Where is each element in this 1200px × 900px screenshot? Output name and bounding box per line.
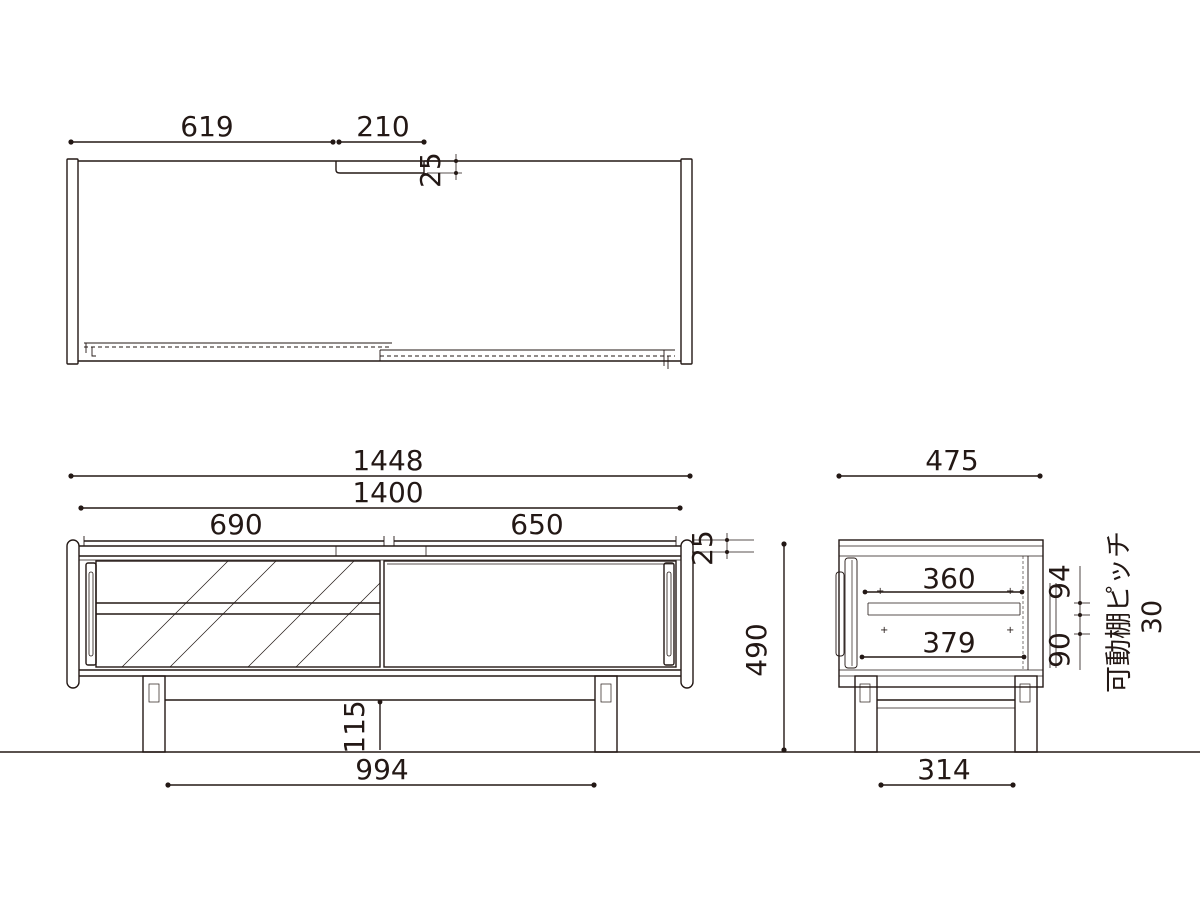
front-view: 1448 1400 690 650 25: [66, 444, 787, 788]
shelf-pitch-label: 可動棚ピッチ: [1104, 531, 1135, 693]
top-dim-210: 210: [356, 110, 409, 143]
top-view: 619 210 25: [66, 110, 693, 369]
side-dim-314: 314: [917, 753, 970, 786]
front-dim-690: 690: [209, 508, 262, 541]
front-dim-1448: 1448: [352, 444, 423, 477]
front-panel-door: [383, 560, 677, 668]
top-door-rails: [84, 342, 675, 369]
front-dim-994: 994: [355, 753, 408, 786]
front-right-handle: [663, 562, 675, 666]
top-dim-619: 619: [180, 110, 233, 143]
front-dim-115: 115: [338, 700, 371, 753]
side-dim-379: 379: [922, 626, 975, 659]
side-shelf-gap-dimension: [1049, 566, 1090, 670]
svg-text:+: +: [880, 625, 888, 636]
top-handle-recess: [335, 161, 425, 174]
shelf-pitch-value: 30: [1137, 600, 1168, 634]
front-left-end-panel: [66, 539, 80, 689]
side-dim-90: 90: [1043, 632, 1076, 668]
front-right-end-panel: [680, 539, 694, 689]
front-left-handle: [85, 562, 97, 666]
top-width-dimension: [68, 139, 427, 145]
side-dim-94: 94: [1043, 564, 1076, 600]
side-view: 475 + + + + 360 379: [835, 444, 1168, 788]
side-dim-475: 475: [925, 444, 978, 477]
top-left-end-panel: [66, 158, 79, 365]
top-right-end-panel: [680, 158, 693, 365]
side-dim-360: 360: [922, 562, 975, 595]
side-legs: [854, 675, 1038, 753]
top-dim-25: 25: [414, 152, 447, 188]
side-body: [838, 539, 1044, 688]
front-dim-25: 25: [686, 530, 719, 566]
svg-text:+: +: [1006, 625, 1014, 636]
front-dim-1400: 1400: [352, 476, 423, 509]
front-glass-door: [95, 560, 381, 668]
front-dim-650: 650: [510, 508, 563, 541]
top-handle-depth-dimension: [427, 154, 462, 180]
front-dim-490: 490: [740, 623, 773, 676]
